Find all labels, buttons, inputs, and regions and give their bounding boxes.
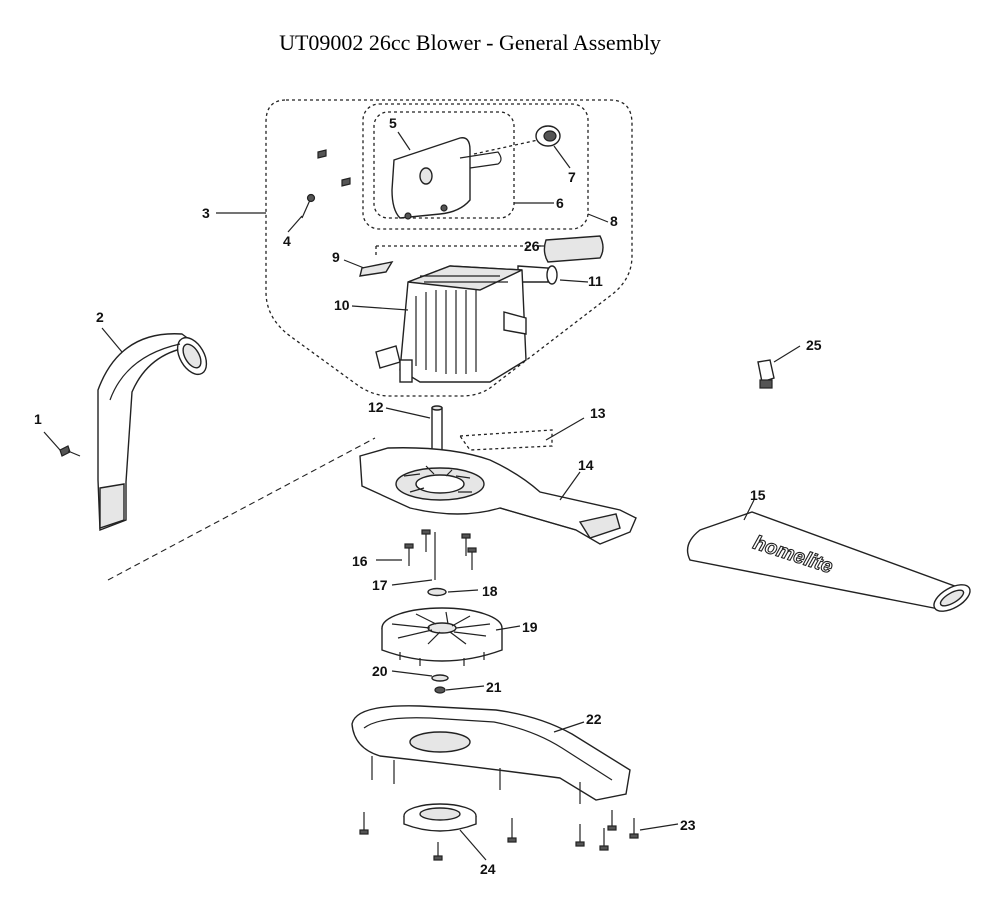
callout-17: 17 bbox=[372, 577, 388, 593]
callout-18: 18 bbox=[482, 583, 498, 599]
callout-16: 16 bbox=[352, 553, 368, 569]
callout-7: 7 bbox=[568, 169, 576, 185]
part-25-spark-plug bbox=[757, 359, 775, 389]
page-title: UT09002 26cc Blower - General Assembly bbox=[279, 30, 661, 55]
group-6-outline bbox=[373, 111, 515, 219]
part-13-gasket bbox=[458, 429, 553, 451]
callout-numbers: 1 2 3 4 5 6 7 8 9 10 11 12 13 14 15 16 1… bbox=[34, 115, 822, 877]
callout-24: 24 bbox=[480, 861, 496, 877]
callout-6: 6 bbox=[556, 195, 564, 211]
callout-15: 15 bbox=[750, 487, 766, 503]
part-4-screws bbox=[301, 149, 351, 219]
callout-26: 26 bbox=[524, 238, 540, 254]
callout-20: 20 bbox=[372, 663, 388, 679]
callout-8: 8 bbox=[610, 213, 618, 229]
callout-23: 23 bbox=[680, 817, 696, 833]
part-5-cover bbox=[391, 137, 502, 220]
part-20-washer bbox=[431, 674, 449, 682]
callout-22: 22 bbox=[586, 711, 602, 727]
callout-10: 10 bbox=[334, 297, 350, 313]
part-7-knob bbox=[473, 125, 561, 155]
callout-5: 5 bbox=[389, 115, 397, 131]
callout-2: 2 bbox=[96, 309, 104, 325]
part-1-screw bbox=[59, 445, 81, 457]
part-12-shaft bbox=[431, 405, 443, 453]
part-23-screws bbox=[359, 810, 639, 861]
part-19-impeller bbox=[381, 607, 503, 666]
callout-3: 3 bbox=[202, 205, 210, 221]
part-10-engine bbox=[375, 265, 527, 383]
part-16-screws bbox=[404, 529, 477, 570]
part-24-intake-cover bbox=[403, 803, 477, 832]
part-14-fan-housing bbox=[359, 447, 637, 545]
callout-9: 9 bbox=[332, 249, 340, 265]
group-3-outline bbox=[265, 99, 633, 397]
callout-25: 25 bbox=[806, 337, 822, 353]
callout-1: 1 bbox=[34, 411, 42, 427]
callout-14: 14 bbox=[578, 457, 594, 473]
leader-2-dashed bbox=[107, 437, 376, 581]
leader-lines bbox=[43, 131, 801, 861]
part-2-handle bbox=[97, 333, 208, 532]
callout-19: 19 bbox=[522, 619, 538, 635]
part-9-gasket bbox=[359, 261, 394, 277]
part-18-washer bbox=[427, 587, 447, 597]
part-11-bulb bbox=[517, 265, 558, 285]
part-15-tube: homelite bbox=[686, 511, 971, 612]
callout-12: 12 bbox=[368, 399, 384, 415]
callout-11: 11 bbox=[588, 273, 603, 289]
callout-13: 13 bbox=[590, 405, 606, 421]
part-26-filter bbox=[543, 235, 604, 263]
group-8-outline bbox=[362, 103, 589, 230]
callout-4: 4 bbox=[283, 233, 291, 249]
part-21-nut bbox=[434, 686, 446, 694]
callout-21: 21 bbox=[486, 679, 502, 695]
